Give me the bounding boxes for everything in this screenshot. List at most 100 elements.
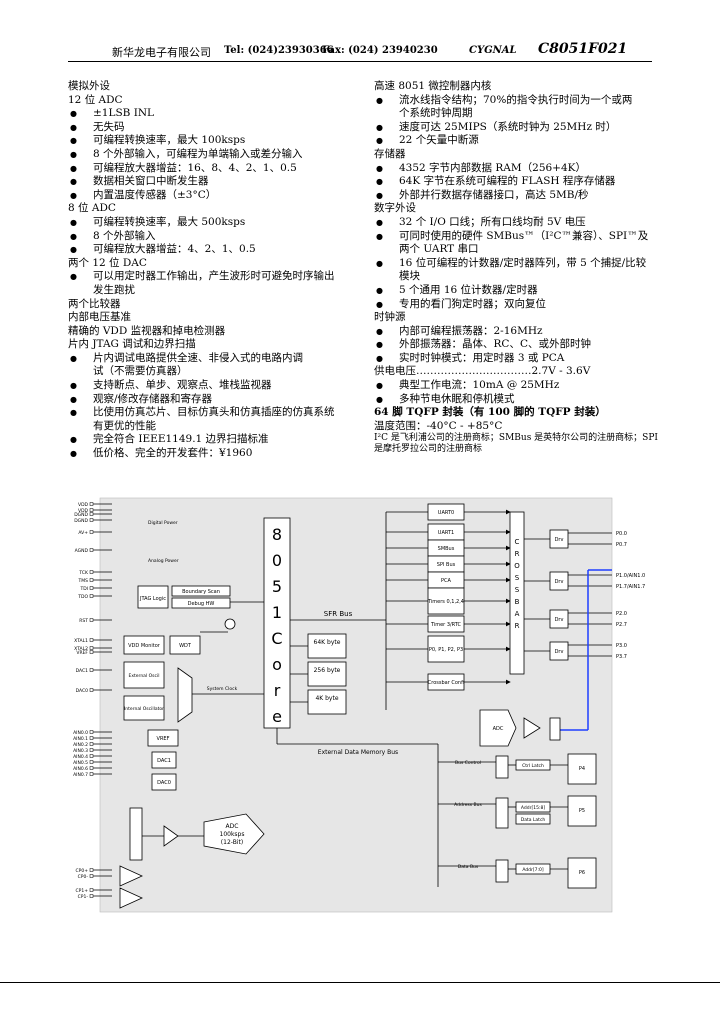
port-driver-big bbox=[567, 753, 597, 785]
vdd-monitor-block bbox=[123, 635, 165, 655]
left-pin-label: AIN0.5 bbox=[73, 760, 88, 766]
feature-bullet: 4352 字节内部数据 RAM（256+4K） bbox=[374, 162, 664, 176]
pin-marker bbox=[89, 742, 94, 746]
feature-bullet: 支持断点、单步、观察点、堆栈监视器 bbox=[68, 379, 368, 393]
feature-bullet: 可编程放大器增益：16、8、4、2、1、0.5 bbox=[68, 162, 368, 176]
left-pin-label: AIN0.1 bbox=[73, 736, 88, 742]
bus-mux-block bbox=[495, 797, 509, 829]
ext-osc-block bbox=[123, 661, 165, 689]
bus-label: Data Bus bbox=[458, 864, 479, 870]
peripheral-label: PCA bbox=[441, 578, 452, 584]
header-brand: CYGNAL bbox=[469, 45, 517, 56]
pin-marker bbox=[89, 650, 94, 654]
pin-marker bbox=[89, 688, 94, 692]
wdt-block bbox=[169, 635, 201, 655]
left-pin-label: CP0- bbox=[78, 874, 89, 880]
adc8-mux bbox=[549, 717, 561, 741]
bus-mux-block bbox=[495, 859, 509, 883]
feature-bullet: 低价格、完全的开发套件：¥1960 bbox=[68, 447, 368, 461]
left-pin-label: AIN0.0 bbox=[73, 730, 88, 736]
jtag-logic-label: JTAG Logic bbox=[139, 596, 166, 602]
left-pin-label: AGND bbox=[75, 548, 89, 554]
crossbar-char: R bbox=[515, 550, 520, 558]
feature-heading: 高速 8051 微控制器内核 bbox=[374, 80, 492, 92]
peripheral-label: UART0 bbox=[438, 510, 454, 516]
bus-latch-label: Addr[7:0] bbox=[522, 867, 544, 873]
feature-bullet: 外部振荡器：晶体、RC、C、或外部时钟 bbox=[374, 338, 664, 352]
left-pin-label: CP0+ bbox=[76, 868, 89, 874]
feature-bullet: 16 位可编程的计数器/定时器阵列，带 5 个捕捉/比较 bbox=[374, 257, 664, 271]
feature-bullet: 专用的看门狗定时器；双向复位 bbox=[374, 298, 664, 312]
feature-bullet: 无失码 bbox=[68, 121, 368, 135]
header-tel: Tel: (024)23930366 bbox=[224, 45, 334, 56]
bus-latch-label: Data Latch bbox=[521, 817, 546, 823]
core-label-char: 5 bbox=[272, 577, 282, 596]
feature-bullet: 观察/修改存储器和寄存器 bbox=[68, 393, 368, 407]
adc8-amux bbox=[523, 717, 541, 739]
feature-heading: 片内 JTAG 调试和边界扫描 bbox=[68, 338, 196, 351]
feature-bullet: 8 个外部输入，可编程为单端输入或差分输入 bbox=[68, 148, 368, 162]
feature-bullet: 22 个矢量中断源 bbox=[374, 134, 664, 148]
left-pin-label: TCK bbox=[78, 570, 89, 576]
feature-heading: 12 位 ADC bbox=[68, 93, 123, 106]
debug-hw-block bbox=[171, 597, 231, 609]
port-driver-big bbox=[567, 795, 597, 827]
feature-bullet: 实时时钟模式：用定时器 3 或 PCA bbox=[374, 352, 664, 366]
adc12-block bbox=[203, 813, 265, 855]
peripheral-label: Timers 0,1,2,4 bbox=[427, 599, 464, 605]
bus-mux-block bbox=[495, 755, 509, 779]
comparator-cp0 bbox=[119, 865, 143, 887]
port-pin-label: P3.7 bbox=[616, 654, 627, 660]
pin-marker bbox=[89, 760, 94, 764]
feature-bullet-continued: 模块 bbox=[399, 270, 420, 283]
left-pin-label: AIN0.4 bbox=[73, 754, 88, 760]
feature-bullet-continued: 发生跑扰 bbox=[93, 283, 135, 296]
pin-marker bbox=[89, 594, 94, 598]
int-osc-block bbox=[123, 695, 165, 721]
feature-bullet: 数据相关窗口中断发生器 bbox=[68, 175, 368, 189]
feature-bullet-continued: 个系统时钟周期 bbox=[399, 107, 473, 120]
feature-bullet: 内部可编程振荡器：2-16MHz bbox=[374, 325, 664, 339]
ext-osc-label: External Oscil bbox=[129, 673, 160, 679]
pin-marker bbox=[89, 548, 94, 552]
feature-heading: 内部电压基准 bbox=[68, 311, 131, 324]
feature-bullet: ±1LSB INL bbox=[68, 107, 368, 121]
pin-marker bbox=[89, 874, 94, 878]
left-pin-label: AIN0.3 bbox=[73, 748, 88, 754]
port-pin-label: P0.0 bbox=[616, 531, 627, 537]
vref-label: VREF bbox=[157, 736, 170, 742]
pin-marker bbox=[89, 754, 94, 758]
pin-marker bbox=[89, 894, 94, 898]
wdt-label: WDT bbox=[179, 643, 192, 649]
crossbar-char: S bbox=[515, 586, 520, 594]
bus-latch-label: Ctrl Latch bbox=[522, 763, 544, 769]
port-pin-label: P3.0 bbox=[616, 643, 627, 649]
core-block bbox=[263, 517, 291, 729]
feature-bullet: 可编程转换速率，最大 100ksps bbox=[68, 134, 368, 148]
dac0-block bbox=[151, 773, 177, 791]
pin-marker bbox=[89, 868, 94, 872]
sfr-bus-label: SFR Bus bbox=[324, 610, 353, 618]
feature-bullet: 可编程转换速率，最大 500ksps bbox=[68, 216, 368, 230]
header-fax: Fax: (024) 23940230 bbox=[322, 45, 438, 56]
amux-block bbox=[129, 807, 143, 861]
feature-bullet: 片内调试电路提供全速、非侵入式的电路内调 bbox=[68, 352, 368, 366]
crossbar-char: C bbox=[515, 538, 520, 546]
core-label-char: 8 bbox=[272, 525, 282, 544]
port-right2-label: P4 bbox=[579, 766, 585, 772]
peripheral-label: SMBus bbox=[438, 546, 455, 552]
int-osc-label: Internal Oscillator bbox=[124, 706, 164, 712]
left-pin-label: DGND bbox=[74, 512, 88, 518]
port-pin-label: P0.7 bbox=[616, 542, 627, 548]
pin-marker bbox=[89, 570, 94, 574]
crossbar-char: B bbox=[515, 598, 520, 606]
trademark-note: I²C 是飞利浦公司的注册商标；SMBus 是英特尔公司的注册商标；SPI bbox=[374, 433, 658, 444]
crossbar-char: O bbox=[514, 562, 520, 570]
dac1-block bbox=[151, 751, 177, 769]
left-pin-label: VDD bbox=[78, 502, 89, 508]
feature-heading: 两个 12 位 DAC bbox=[68, 256, 147, 269]
debug-hw-label: Debug HW bbox=[188, 601, 215, 607]
sysclk-label: System Clock bbox=[207, 686, 238, 692]
